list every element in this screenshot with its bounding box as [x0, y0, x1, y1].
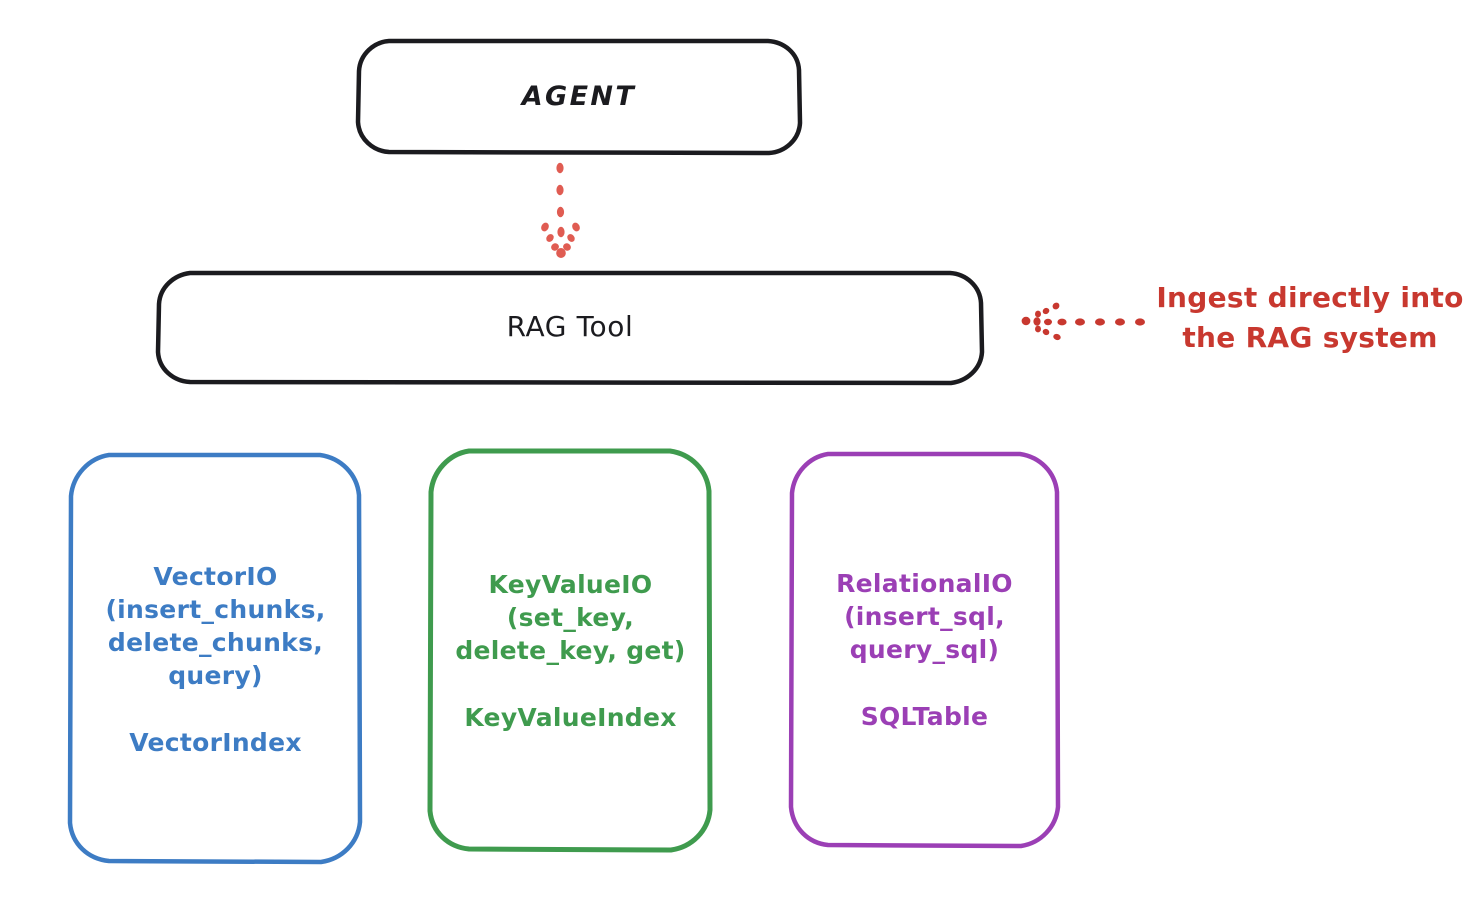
- ingest-connector-arrow: [1021, 302, 1145, 341]
- vector-index-label: VectorIndex: [129, 727, 302, 757]
- key-value-io-node[interactable]: KeyValueIO (set_key, delete_key, get) Ke…: [427, 447, 714, 853]
- vector-io-node[interactable]: VectorIO (insert_chunks, delete_chunks, …: [67, 451, 364, 865]
- agent-to-rag-connector: [541, 162, 580, 258]
- key-value-index-label: KeyValueIndex: [464, 702, 677, 732]
- ingest-annotation-text: Ingest directly into the RAG system: [1156, 281, 1464, 354]
- key-value-io-label: KeyValueIO (set_key, delete_key, get): [455, 569, 686, 665]
- sql-table-label: SQLTable: [860, 702, 989, 731]
- agent-label: AGENT: [521, 80, 637, 112]
- relational-io-node[interactable]: RelationalIO (insert_sql, query_sql) SQL…: [788, 450, 1061, 849]
- rag-tool-label: RAG Tool: [506, 309, 634, 343]
- vector-io-label: VectorIO (insert_chunks, delete_chunks, …: [105, 561, 326, 690]
- rag-tool-node[interactable]: RAG Tool: [155, 270, 985, 386]
- relational-io-label: RelationalIO (insert_sql, query_sql): [836, 569, 1013, 664]
- agent-node[interactable]: AGENT: [355, 38, 803, 156]
